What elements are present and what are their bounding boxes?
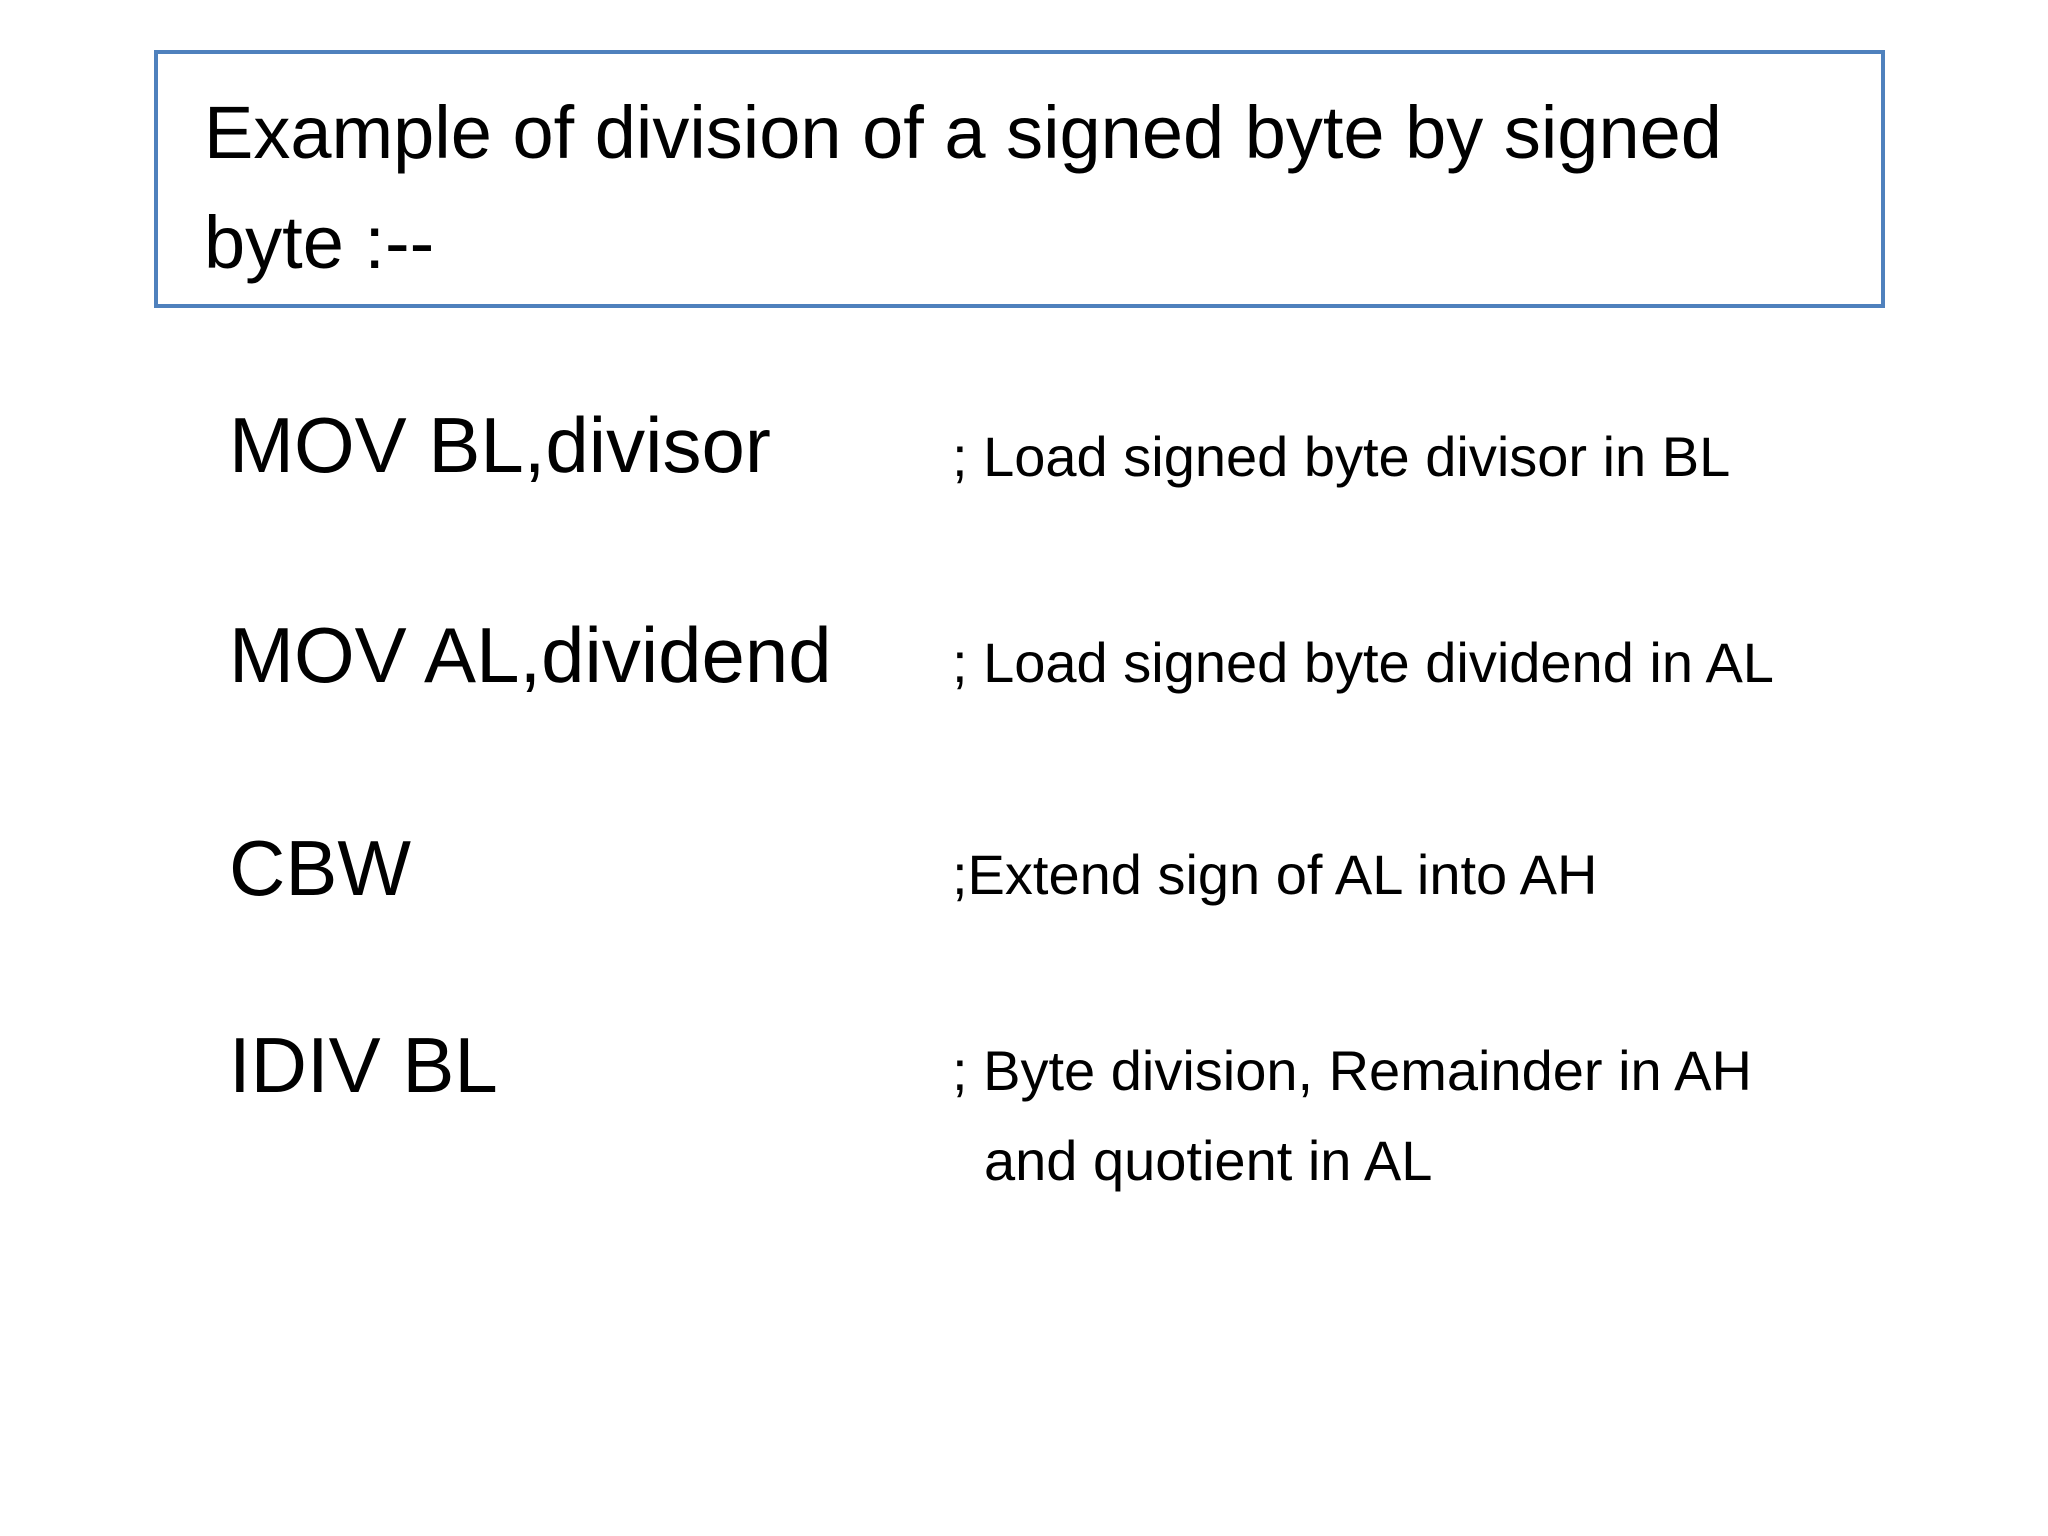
slide-title: Example of division of a signed byte by … <box>204 91 1722 284</box>
comment-cbw: ;Extend sign of AL into AH <box>952 843 1598 906</box>
comment-mov-al: ; Load signed byte dividend in AL <box>952 631 1774 694</box>
title-box: Example of division of a signed byte by … <box>154 50 1885 308</box>
comment-idiv-continued: and quotient in AL <box>984 1129 1433 1192</box>
instruction-idiv: IDIV BL <box>229 1021 498 1109</box>
comment-mov-bl: ; Load signed byte divisor in BL <box>952 425 1731 488</box>
instruction-mov-bl: MOV BL,divisor <box>229 401 771 489</box>
instruction-cbw: CBW <box>229 824 411 912</box>
instruction-mov-al: MOV AL,dividend <box>229 611 832 699</box>
comment-idiv: ; Byte division, Remainder in AH <box>952 1039 1752 1102</box>
